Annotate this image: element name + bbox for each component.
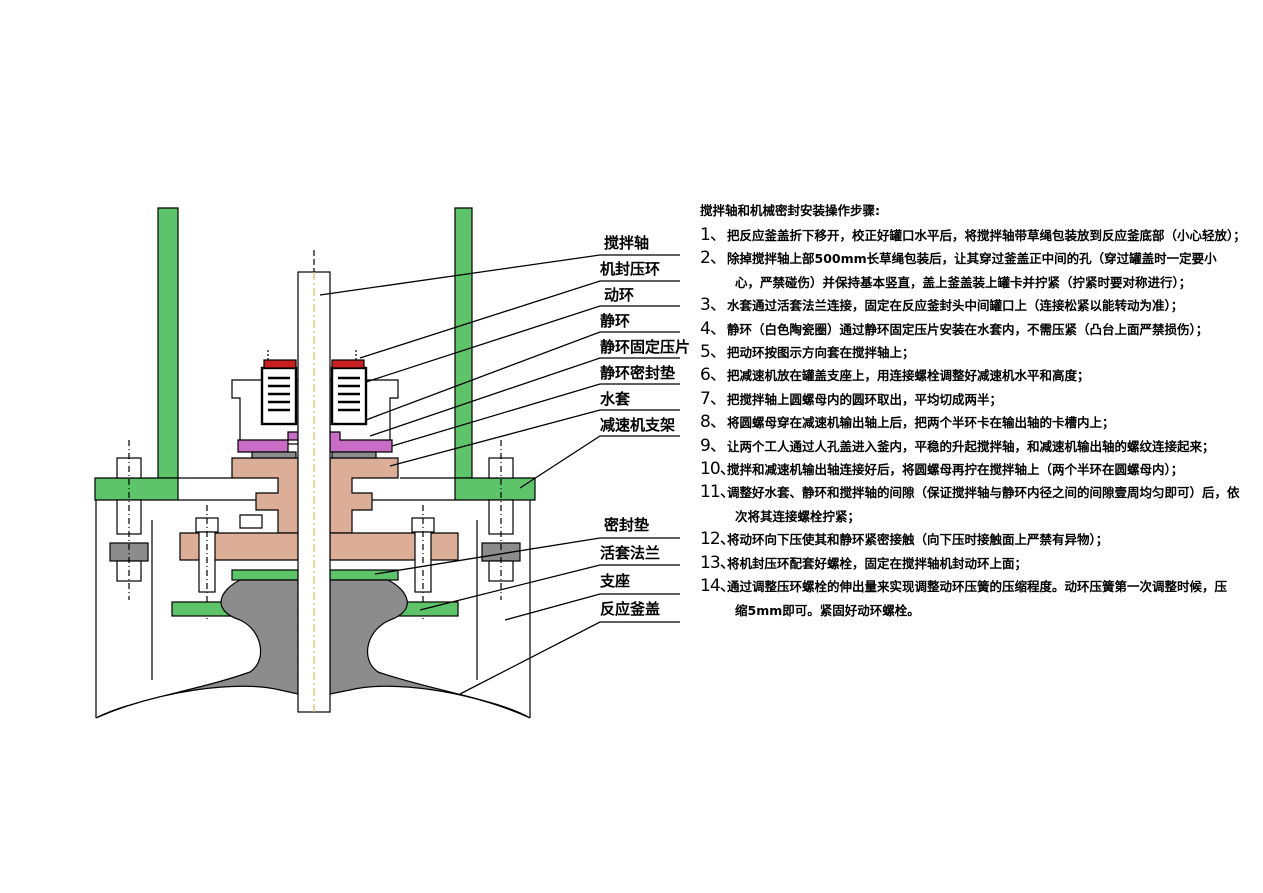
step-item: 12、将动环向下压使其和静环紧密接触（向下压时接触面上严禁有异物）； (700, 528, 1248, 551)
callout-loose-flange: 活套法兰 (600, 544, 660, 562)
callout-static-ring-plate: 静环固定压片 (600, 338, 690, 356)
loose-flange (171, 601, 459, 617)
step-item: 3、水套通过活套法兰连接，固定在反应釜封头中间罐口上（连接松紧以能转动为准）； (700, 294, 1248, 317)
step-item: 11、调整好水套、静环和搅拌轴的间隙（保证搅拌轴与静环内径之间的间隙壹周均匀即可… (700, 481, 1248, 528)
vessel-cover (95, 579, 531, 719)
agitator-shaft (297, 271, 331, 713)
support-bolt-right (481, 440, 521, 600)
step-number: 2、 (700, 248, 727, 269)
step-text: 搅拌和减速机输出轴连接好后，将圆螺母再拧在搅拌轴上（两个半环在圆螺母内）； (727, 462, 1184, 478)
callout-seal-gland: 机封压环 (600, 260, 660, 278)
step-number: 10、 (700, 459, 737, 480)
step-text-continued: 次将其连接螺栓拧紧； (735, 508, 861, 524)
callout-rotating-ring: 动环 (604, 286, 634, 304)
step-number: 11、 (700, 482, 737, 503)
step-number: 8、 (700, 412, 727, 433)
step-item: 2、除掉搅拌轴上部500mm长草绳包装后，让其穿过釜盖正中间的孔（穿过罐盖时一定… (700, 247, 1248, 294)
steps-list: 1、把反应釜盖折下移开，校正好罐口水平后，将搅拌轴带草绳包装放到反应釜底部（小心… (700, 224, 1248, 622)
flange-bolt-right (411, 505, 435, 620)
step-item: 8、将圆螺母穿在减速机输出轴上后，把两个半环卡在输出轴的卡槽内上； (700, 411, 1248, 434)
support-bolt-left (109, 440, 149, 600)
vessel-shell (95, 490, 531, 718)
installation-steps: 搅拌轴和机械密封安装操作步骤: 1、把反应釜盖折下移开，校正好罐口水平后，将搅拌… (700, 198, 1248, 622)
step-number: 3、 (700, 295, 727, 316)
step-item: 1、把反应釜盖折下移开，校正好罐口水平后，将搅拌轴带草绳包装放到反应釜底部（小心… (700, 224, 1248, 247)
step-number: 14、 (700, 576, 737, 597)
step-item: 5、把动环按图示方向套在搅拌轴上； (700, 341, 1248, 364)
step-number: 9、 (700, 435, 727, 456)
step-item: 7、把搅拌轴上圆螺母内的圆环取出，平均切成两半； (700, 388, 1248, 411)
step-number: 7、 (700, 388, 727, 409)
step-text: 静环（白色陶瓷圈）通过静环固定压片安装在水套内，不需压紧（凸台上面严禁损伤）； (727, 321, 1209, 337)
step-text: 把减速机放在罐盖支座上，用连接螺栓调整好减速机水平和高度； (727, 368, 1090, 384)
callout-reducer-support: 减速机支架 (600, 416, 675, 434)
callout-sealing-gasket: 密封垫 (604, 516, 649, 534)
step-text: 将机封压环配套好螺栓，固定在搅拌轴机封动环上面； (727, 555, 1028, 571)
callout-support-base: 支座 (599, 572, 630, 590)
step-number: 5、 (700, 342, 727, 363)
step-number: 12、 (700, 529, 737, 550)
step-number: 6、 (700, 365, 727, 386)
step-text-continued: 心，严禁碰伤）并保持基本竖直，盖上釜盖装上罐卡并拧紧（拧紧时要对称进行）； (735, 274, 1192, 290)
callout-labels: 搅拌轴 机封压环 动环 静环 静环固定压片 静环密封垫 水套 减速机支架 密封垫… (599, 234, 690, 618)
step-item: 10、搅拌和减速机输出轴连接好后，将圆螺母再拧在搅拌轴上（两个半环在圆螺母内）； (700, 458, 1248, 481)
step-text: 把搅拌轴上圆螺母内的圆环取出，平均切成两半； (727, 391, 1003, 407)
step-item: 4、静环（白色陶瓷圈）通过静环固定压片安装在水套内，不需压紧（凸台上面严禁损伤）… (700, 318, 1248, 341)
step-text: 调整好水套、静环和搅拌轴的间隙（保证搅拌轴与静环内径之间的间隙壹周均匀即可）后，… (727, 485, 1240, 501)
step-item: 6、把减速机放在罐盖支座上，用连接螺栓调整好减速机水平和高度； (700, 364, 1248, 387)
step-text: 让两个工人通过人孔盖进入釜内，平稳的升起搅拌轴，和减速机输出轴的螺纹连接起来； (727, 438, 1215, 454)
flange-bolt-left (195, 505, 219, 620)
step-text: 将圆螺母穿在减速机输出轴上后，把两个半环卡在输出轴的卡槽内上； (727, 415, 1115, 431)
step-item: 14、通过调整压环螺栓的伸出量来实现调整动环压簧的压缩程度。动环压簧第一次调整时… (700, 575, 1248, 622)
callout-static-ring-gasket: 静环密封垫 (600, 364, 675, 382)
callout-water-jacket: 水套 (600, 390, 631, 408)
rotating-ring-spring (260, 366, 368, 426)
step-text: 把反应釜盖折下移开，校正好罐口水平后，将搅拌轴带草绳包装放到反应釜底部（小心轻放… (727, 228, 1246, 243)
step-number: 4、 (700, 318, 727, 339)
step-text-continued: 缩5mm即可。紧固好动环螺栓。 (735, 602, 920, 618)
step-number: 1、 (700, 225, 727, 245)
callout-static-ring: 静环 (600, 312, 630, 330)
step-item: 13、将机封压环配套好螺栓，固定在搅拌轴机封动环上面； (700, 552, 1248, 575)
reducer-support-frame (94, 207, 536, 501)
step-item: 9、让两个工人通过人孔盖进入釜内，平稳的升起搅拌轴，和减速机输出轴的螺纹连接起来… (700, 435, 1248, 458)
callout-agitator-shaft: 搅拌轴 (604, 234, 649, 252)
step-text: 水套通过活套法兰连接，固定在反应釜封头中间罐口上（连接松紧以能转动为准）； (727, 298, 1184, 314)
steps-title: 搅拌轴和机械密封安装操作步骤: (700, 203, 880, 218)
step-text: 把动环按图示方向套在搅拌轴上； (727, 345, 915, 361)
leader-lines (319, 254, 680, 695)
step-text: 通过调整压环螺栓的伸出量来实现调整动环压簧的压缩程度。动环压簧第一次调整时候，压 (727, 579, 1228, 595)
step-text: 将动环向下压使其和静环紧密接触（向下压时接触面上严禁有异物）； (727, 532, 1109, 548)
callout-vessel-cover: 反应釜盖 (600, 600, 660, 618)
step-number: 13、 (700, 552, 737, 573)
gland-ring (263, 350, 365, 369)
step-text: 除掉搅拌轴上部500mm长草绳包装后，让其穿过釜盖正中间的孔（穿过罐盖时一定要小 (727, 251, 1217, 267)
